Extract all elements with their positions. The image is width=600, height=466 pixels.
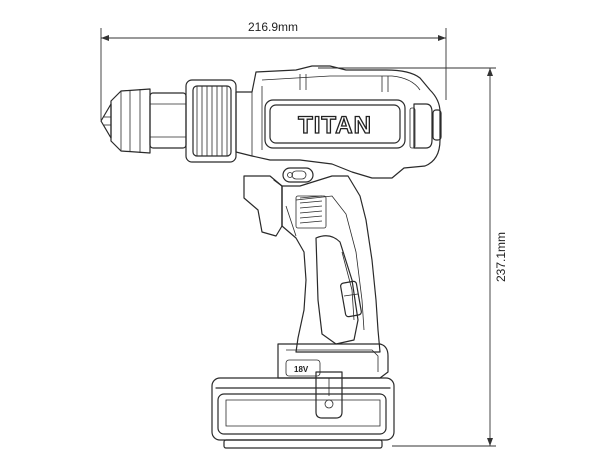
- trigger: [243, 175, 283, 237]
- height-dimension: 237.1mm: [318, 67, 508, 447]
- handle: [281, 175, 381, 353]
- battery-voltage-label: 18V: [294, 365, 309, 374]
- brand-logo: TITAN: [298, 112, 372, 139]
- drill-body: [235, 65, 442, 183]
- width-label: 216.9mm: [248, 20, 298, 34]
- width-dimension: 216.9mm: [100, 20, 447, 120]
- drill-chuck: [100, 79, 237, 163]
- height-label: 237.1mm: [494, 232, 508, 282]
- battery-pack: [211, 343, 395, 449]
